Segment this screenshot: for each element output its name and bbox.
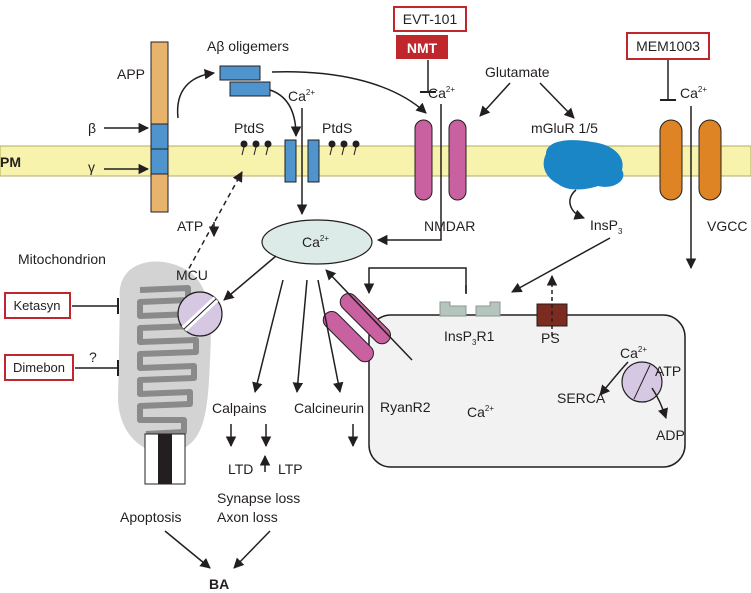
mglur-label: mGluR 1/5 xyxy=(531,120,598,136)
plasma-membrane xyxy=(0,145,751,177)
glutamate-to-mglur-arrow xyxy=(539,82,575,119)
insp3r1-label: InsP3R1 xyxy=(444,328,495,347)
mitochondrion-base-fill xyxy=(158,434,172,484)
serca-ca-label: Ca2+ xyxy=(620,345,647,361)
mglur-receptor xyxy=(543,140,624,190)
ptds-right-label: PtdS xyxy=(322,120,352,136)
cytosolic-ca-label: Ca2+ xyxy=(302,234,329,250)
cytosol-to-calcineurin-arrow xyxy=(317,279,344,394)
serca-adp-arrow xyxy=(651,387,668,419)
apoptosis-to-ba-arrow xyxy=(164,530,211,569)
nmdar-label: NMDAR xyxy=(424,218,475,234)
ltd-label: LTD xyxy=(228,461,253,477)
insp3r1-subunit-left xyxy=(439,301,467,317)
er-ca-label: Ca2+ xyxy=(467,404,494,420)
synapse-loss-label: Synapse loss xyxy=(217,490,300,506)
ba-label: BA xyxy=(209,576,229,592)
calpains-label: Calpains xyxy=(212,400,266,416)
pore-ca-label: Ca2+ xyxy=(288,88,315,104)
cytosol-to-calpains-arrow xyxy=(252,279,284,394)
mcu-label: MCU xyxy=(176,267,208,283)
abeta-to-nmdar-arrow xyxy=(271,71,427,114)
glutamate-label: Glutamate xyxy=(485,64,550,80)
nmdar-subunit-left xyxy=(414,119,433,201)
abeta-oligomers-label: Aβ oligemers xyxy=(207,38,289,54)
abeta-oligomer-block xyxy=(229,81,271,97)
ptds-left-label: PtdS xyxy=(234,120,264,136)
cytosolic-ca-pool xyxy=(261,219,373,265)
abeta-oligomer-block xyxy=(219,65,261,81)
app-label: APP xyxy=(117,66,145,82)
cytosol-to-calpains-arrow-2 xyxy=(292,279,308,394)
calcineurin-label: Calcineurin xyxy=(294,400,364,416)
ptds-lipids-left xyxy=(240,140,272,156)
serca-adp-label: ADP xyxy=(656,427,685,443)
vgcc-subunit-left xyxy=(659,119,683,201)
abeta-to-pore-arrow xyxy=(269,89,302,138)
nmdar-to-cytosol-arrow xyxy=(376,104,442,246)
serca-atp-label: ATP xyxy=(655,363,681,379)
ketasyn-label: Ketasyn xyxy=(14,298,61,313)
insp3-to-receptor-arrow xyxy=(511,237,611,293)
axon-loss-label: Axon loss xyxy=(217,509,278,525)
beta-secretase-label: β xyxy=(88,120,96,136)
nmt-box xyxy=(396,35,448,59)
serca-ca-arrow xyxy=(599,361,629,396)
axonloss-to-ba-arrow xyxy=(233,530,271,569)
app-to-abeta-arrow xyxy=(176,68,216,119)
vgcc-label: VGCC xyxy=(707,218,747,234)
serca-label: SERCA xyxy=(557,390,606,406)
nmdar-subunit-right xyxy=(448,119,467,201)
endoplasmic-reticulum xyxy=(368,314,686,468)
ryanr2-subunit-right xyxy=(339,293,391,345)
gamma-secretase-label: γ xyxy=(88,159,95,175)
abeta-pore-left xyxy=(284,139,297,183)
mem1003-box xyxy=(626,32,710,60)
mitochondrion-cristae xyxy=(137,285,199,437)
apoptosis-label: Apoptosis xyxy=(120,509,181,525)
er-feedback-line xyxy=(363,267,467,295)
nmdar-ca-label: Ca2+ xyxy=(428,85,455,101)
mitochondrion-label: Mitochondrion xyxy=(18,251,106,267)
mito-atp-label: ATP xyxy=(177,218,203,234)
mglur-to-insp3-arrow xyxy=(569,189,585,220)
ryanr2-to-cytosol-arrow xyxy=(325,269,413,361)
nmt-label: NMT xyxy=(407,40,438,56)
dimebon-label: Dimebon xyxy=(13,360,65,375)
insp3r1-subunit-right xyxy=(475,301,501,317)
vgcc-subunit-right xyxy=(698,119,722,201)
dimebon-box xyxy=(4,354,74,381)
glutamate-to-nmdar-arrow xyxy=(479,82,511,117)
evt101-box xyxy=(393,6,467,32)
ps-label: PS xyxy=(541,330,560,346)
ryanr2-subunit-left xyxy=(322,311,374,363)
ptds-lipids-right xyxy=(328,140,360,156)
membrane-label: PM xyxy=(0,154,21,170)
abeta-pore-right xyxy=(307,139,320,183)
ryanr2-label: RyanR2 xyxy=(380,399,431,415)
vgcc-ca-label: Ca2+ xyxy=(680,85,707,101)
evt101-label: EVT-101 xyxy=(403,11,458,27)
mem1003-label: MEM1003 xyxy=(636,38,700,54)
ltp-label: LTP xyxy=(278,461,303,477)
dimebon-unknown-mark: ? xyxy=(89,349,97,365)
insp3-label: InsP3 xyxy=(590,217,623,236)
cytosol-to-mcu-arrow xyxy=(223,255,277,301)
ketasyn-box xyxy=(4,292,71,319)
